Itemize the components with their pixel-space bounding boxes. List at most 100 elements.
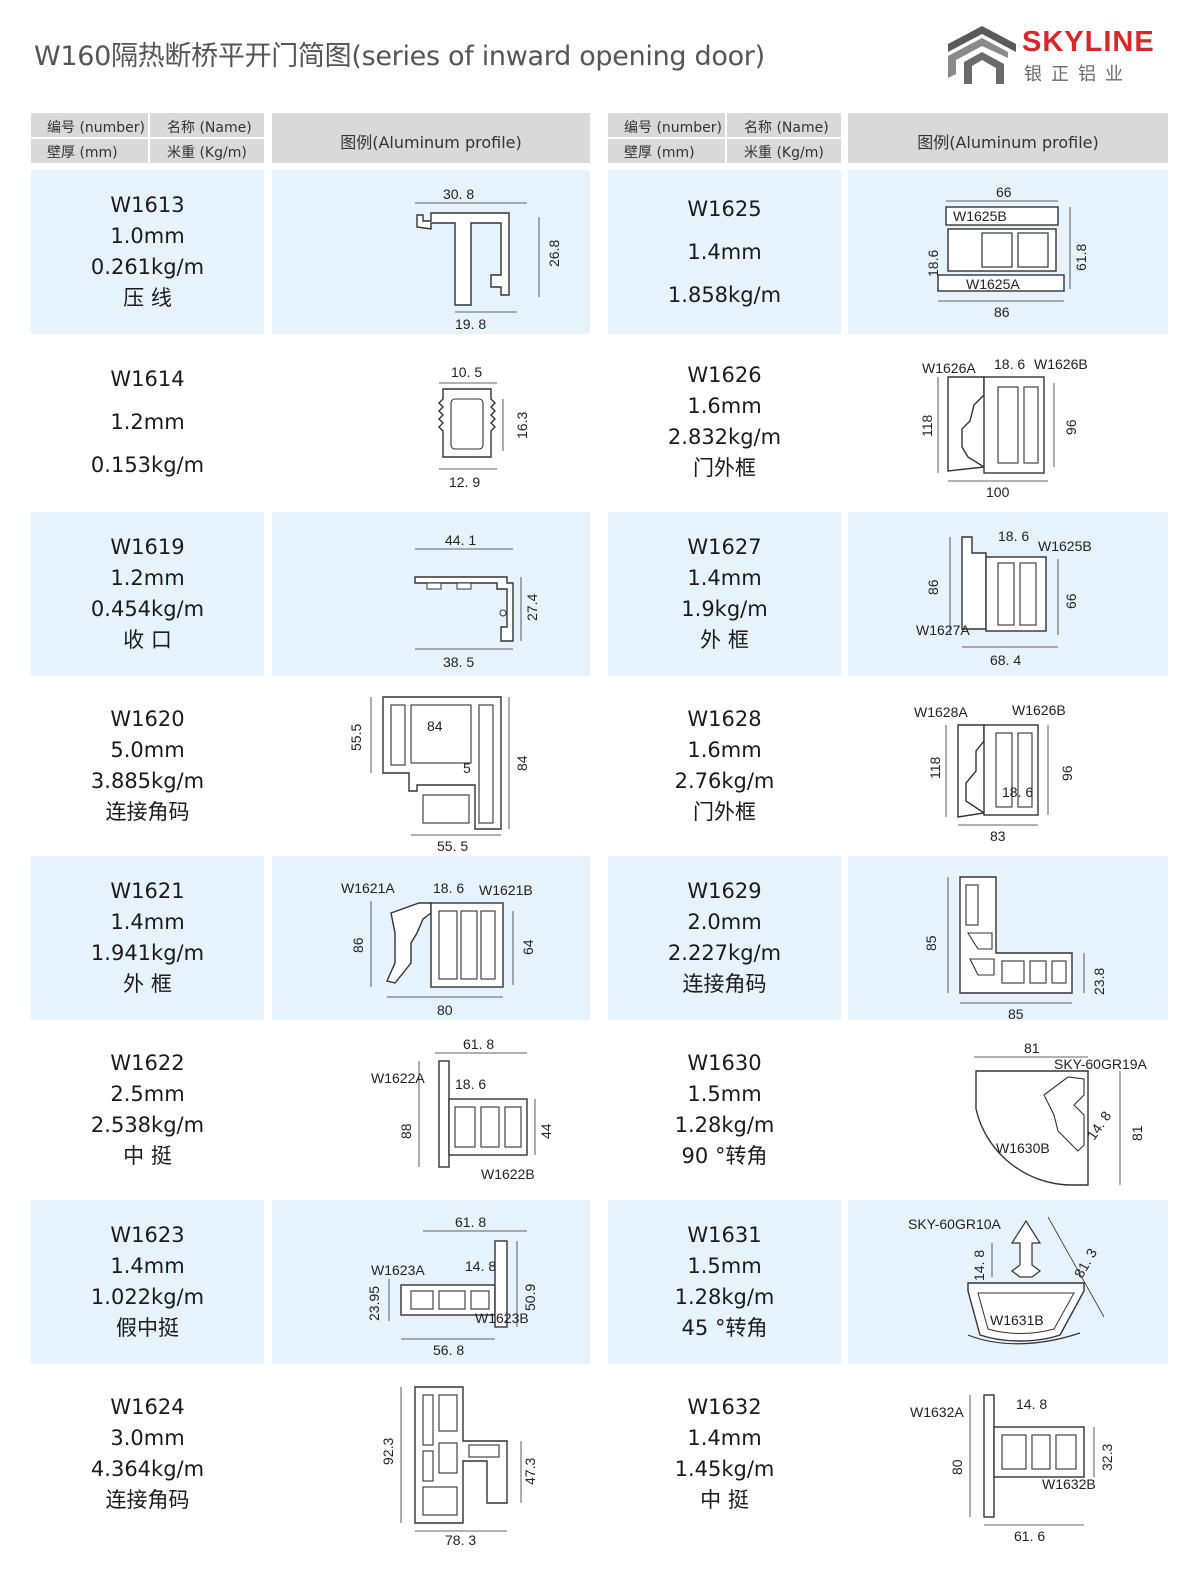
col-number: 编号 (number) [624,120,723,136]
profile-code: W1627 [687,535,762,559]
profile-drawing: 18. 6 W1625B 86 66 W1627A 68. 4 [848,512,1168,676]
dim-label: 81. 3 [1071,1245,1101,1280]
profile-info: W1629 2.0mm 2.227kg/m 连接角码 [608,856,841,1020]
col-weight: 米重 (Kg/m) [167,145,247,161]
dim-label: 61. 8 [455,1214,486,1230]
profile-name: 连接角码 [105,800,190,824]
profile-thickness: 1.4mm [687,1426,762,1450]
dim-label: 12. 9 [449,474,480,490]
profile-info: W1619 1.2mm 0.454kg/m 收 口 [31,512,264,676]
profile-weight: 1.858kg/m [667,282,782,307]
profile-weight: 2.832kg/m [667,425,782,449]
profile-thickness: 1.6mm [687,738,762,762]
dim-label: 44 [538,1123,554,1139]
left-header-info: 编号 (number) 名称 (Name) 壁厚 (mm) 米重 (Kg/m) [31,113,264,163]
profile-code: W1630 [687,1051,762,1075]
dim-label: 23.95 [366,1286,382,1321]
profile-weight: 2.538kg/m [90,1113,205,1137]
profile-drawing: 81 SKY-60GR19A 14. 8 81 W1630B [848,1028,1168,1192]
profile-code: W1621 [110,879,185,903]
profile-name: 假中挺 [116,1316,179,1340]
profile-name: 中 挺 [123,1144,172,1168]
profile-name: 压 线 [123,286,172,310]
profile-drawing: 61. 8 W1623A 14. 8 23.95 50.9 W1623B 56.… [272,1200,590,1364]
profile-thickness: 1.4mm [687,566,762,590]
profile-info: W1625 1.4mm 1.858kg/m [608,170,841,334]
dim-label: 61.8 [1073,244,1089,271]
profile-weight: 2.76kg/m [674,769,775,793]
profile-weight: 0.153kg/m [90,452,205,477]
profile-thickness: 1.4mm [687,239,762,264]
profile-thickness: 1.2mm [110,409,185,434]
col-figure: 图例(Aluminum profile) [340,133,522,152]
dim-label: 18. 6 [1002,784,1033,800]
profile-code: W1613 [110,193,185,217]
dim-label: 84 [427,718,443,734]
dim-label: SKY-60GR10A [908,1216,1002,1232]
dim-label: W1625A [966,276,1020,292]
dim-label: 19. 8 [455,316,486,332]
profile-name: 90 °转角 [681,1144,768,1168]
dim-label: 84 [514,755,530,771]
profile-name: 45 °转角 [681,1316,768,1340]
dim-label: 100 [986,484,1010,500]
dim-label: 18. 6 [433,880,464,896]
dim-label: 81 [1024,1040,1040,1056]
dim-label: 81 [1129,1125,1145,1141]
right-header-figure: 图例(Aluminum profile) [848,113,1168,163]
dim-label: 23.8 [1091,968,1107,995]
right-header-info: 编号 (number) 名称 (Name) 壁厚 (mm) 米重 (Kg/m) [608,113,841,163]
profile-weight: 1.45kg/m [674,1457,775,1481]
dim-label: 50.9 [522,1284,538,1311]
profile-thickness: 1.0mm [110,224,185,248]
profile-info: W1620 5.0mm 3.885kg/m 连接角码 [31,684,264,848]
profile-weight: 1.9kg/m [681,597,768,621]
dim-label: W1632B [1042,1476,1096,1492]
profile-info: W1631 1.5mm 1.28kg/m 45 °转角 [608,1200,841,1364]
col-weight: 米重 (Kg/m) [744,145,824,161]
dim-label: 66 [996,184,1012,200]
table-row: W1622 2.5mm 2.538kg/m 中 挺 61. 8 W1622A 1… [0,1028,1200,1192]
dim-label: W1626A [922,360,976,376]
profile-drawing: SKY-60GR10A 14. 8 81. 3 W1631B [848,1200,1168,1364]
dim-label: 86 [994,304,1010,320]
profile-code: W1614 [110,366,185,391]
dim-label: 10. 5 [451,364,482,380]
dim-label: 78. 3 [445,1532,476,1548]
dim-label: W1630B [996,1140,1050,1156]
dim-label: 86 [350,937,366,953]
profile-name: 门外框 [693,800,756,824]
profile-name: 门外框 [693,456,756,480]
dim-label: 80 [949,1459,965,1475]
profile-thickness: 1.4mm [110,1254,185,1278]
skyline-logo: SKYLINE 银正铝业 [944,24,1164,88]
dim-label: 66 [1063,593,1079,609]
profile-thickness: 5.0mm [110,738,185,762]
dim-label: 14. 8 [465,1258,496,1274]
dim-label: SKY-60GR19A [1054,1056,1148,1072]
profile-thickness: 2.0mm [687,910,762,934]
col-figure: 图例(Aluminum profile) [917,133,1099,152]
table-row: W1613 1.0mm 0.261kg/m 压 线 30. 8 26.8 19.… [0,170,1200,334]
dim-label: 118 [919,414,935,437]
profile-name: 连接角码 [682,972,767,996]
dim-label: 64 [520,939,536,955]
profile-name: 外 框 [700,628,749,652]
col-thickness: 壁厚 (mm) [624,145,695,161]
profile-drawing: 30. 8 26.8 19. 8 [272,170,590,334]
profile-info: W1628 1.6mm 2.76kg/m 门外框 [608,684,841,848]
profile-weight: 1.28kg/m [674,1285,775,1309]
dim-label: 92.3 [380,1438,396,1465]
col-number: 编号 (number) [47,120,146,136]
dim-label: 56. 8 [433,1342,464,1358]
profile-thickness: 1.4mm [110,910,185,934]
dim-label: 18.6 [925,250,941,277]
dim-label: 96 [1063,419,1079,435]
page-title: W160隔热断桥平开门简图(series of inward opening d… [34,41,765,72]
dim-label: 88 [398,1123,414,1139]
profile-info: W1626 1.6mm 2.832kg/m 门外框 [608,340,841,504]
dim-label: 14. 8 [971,1250,987,1281]
profile-info: W1630 1.5mm 1.28kg/m 90 °转角 [608,1028,841,1192]
dim-label: 85 [923,935,939,951]
profile-weight: 0.454kg/m [90,597,205,621]
